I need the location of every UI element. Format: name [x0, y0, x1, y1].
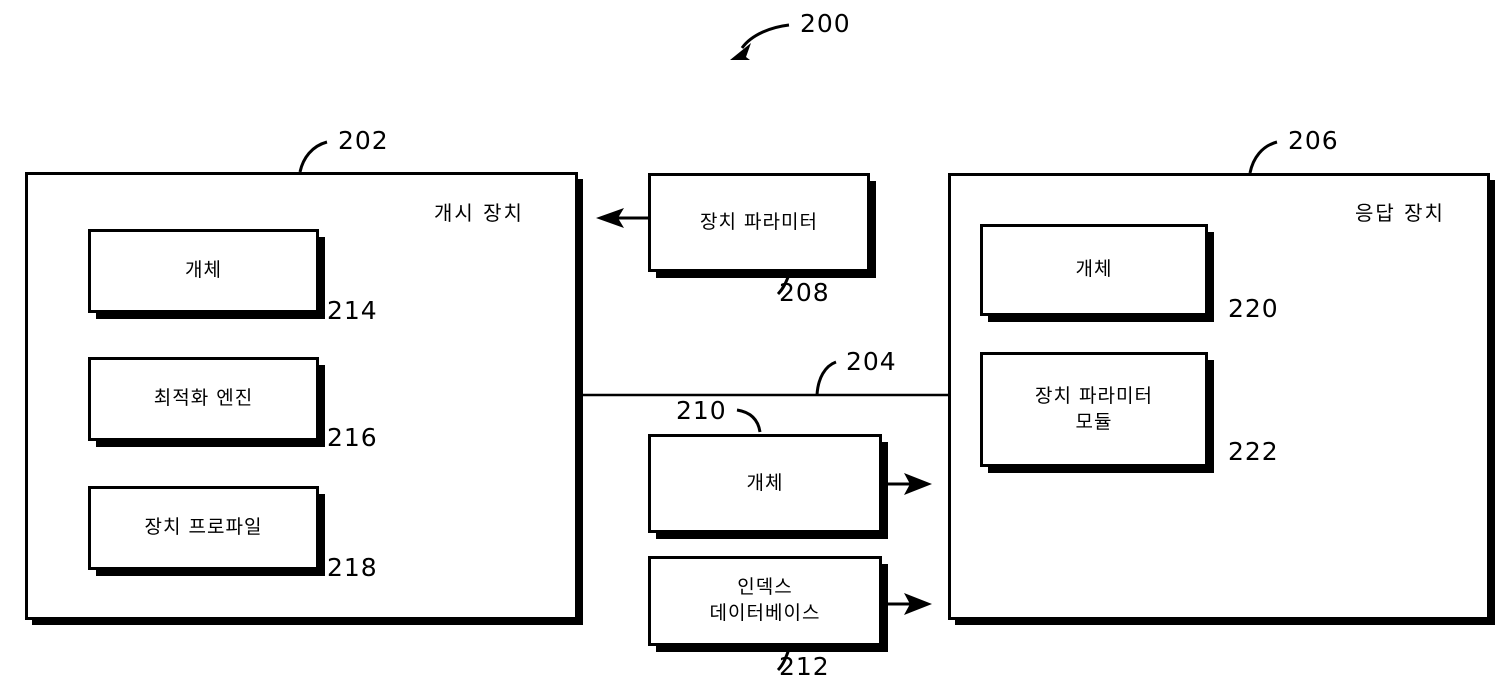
- ref-220: 220: [1228, 294, 1279, 323]
- arrow-entity-middle-right: [882, 473, 932, 495]
- ref-222: 222: [1228, 437, 1279, 466]
- module-device-profile: 장치 프로파일: [88, 486, 319, 570]
- module-device-parameter-module: 장치 파라미터 모듈: [980, 352, 1208, 467]
- leader-210: [736, 408, 762, 433]
- module-entity-right-label: 개체: [1075, 258, 1113, 281]
- module-index-database-label: 인덱스 데이터베이스: [709, 576, 821, 624]
- module-entity-left: 개체: [88, 229, 319, 313]
- ref-214: 214: [327, 296, 378, 325]
- leader-202: [298, 140, 328, 173]
- module-entity-left-label: 개체: [185, 259, 222, 282]
- leader-212: [776, 645, 792, 672]
- module-optimization-engine-label: 최적화 엔진: [153, 387, 254, 410]
- module-entity-middle: 개체: [648, 434, 882, 533]
- ref-210: 210: [676, 396, 727, 425]
- leader-208: [776, 271, 792, 296]
- ref-216: 216: [327, 423, 378, 452]
- ref-202: 202: [338, 126, 389, 155]
- module-entity-middle-label: 개체: [746, 471, 784, 494]
- ref-208: 208: [779, 278, 830, 307]
- arrow-device-parameter-left: [596, 208, 648, 228]
- module-device-parameter: 장치 파라미터: [648, 173, 870, 272]
- module-optimization-engine: 최적화 엔진: [88, 357, 319, 441]
- ref-206: 206: [1288, 126, 1339, 155]
- module-device-parameter-label: 장치 파라미터: [700, 210, 818, 233]
- arrow-index-database-right: [882, 593, 932, 615]
- leader-206: [1248, 140, 1278, 174]
- container-title-responding-device: 응답 장치: [1355, 201, 1445, 225]
- ref-218: 218: [327, 553, 378, 582]
- module-device-parameter-module-label: 장치 파라미터 모듈: [1035, 384, 1153, 433]
- ref-212: 212: [779, 652, 830, 681]
- figure-number: 200: [800, 9, 851, 38]
- module-entity-right: 개체: [980, 224, 1208, 316]
- figure-number-leader: [730, 23, 790, 60]
- leader-204: [815, 360, 837, 396]
- module-device-profile-label: 장치 프로파일: [144, 516, 263, 539]
- container-title-initiating-device: 개시 장치: [434, 201, 524, 225]
- module-index-database: 인덱스 데이터베이스: [648, 556, 882, 646]
- ref-204: 204: [846, 347, 897, 376]
